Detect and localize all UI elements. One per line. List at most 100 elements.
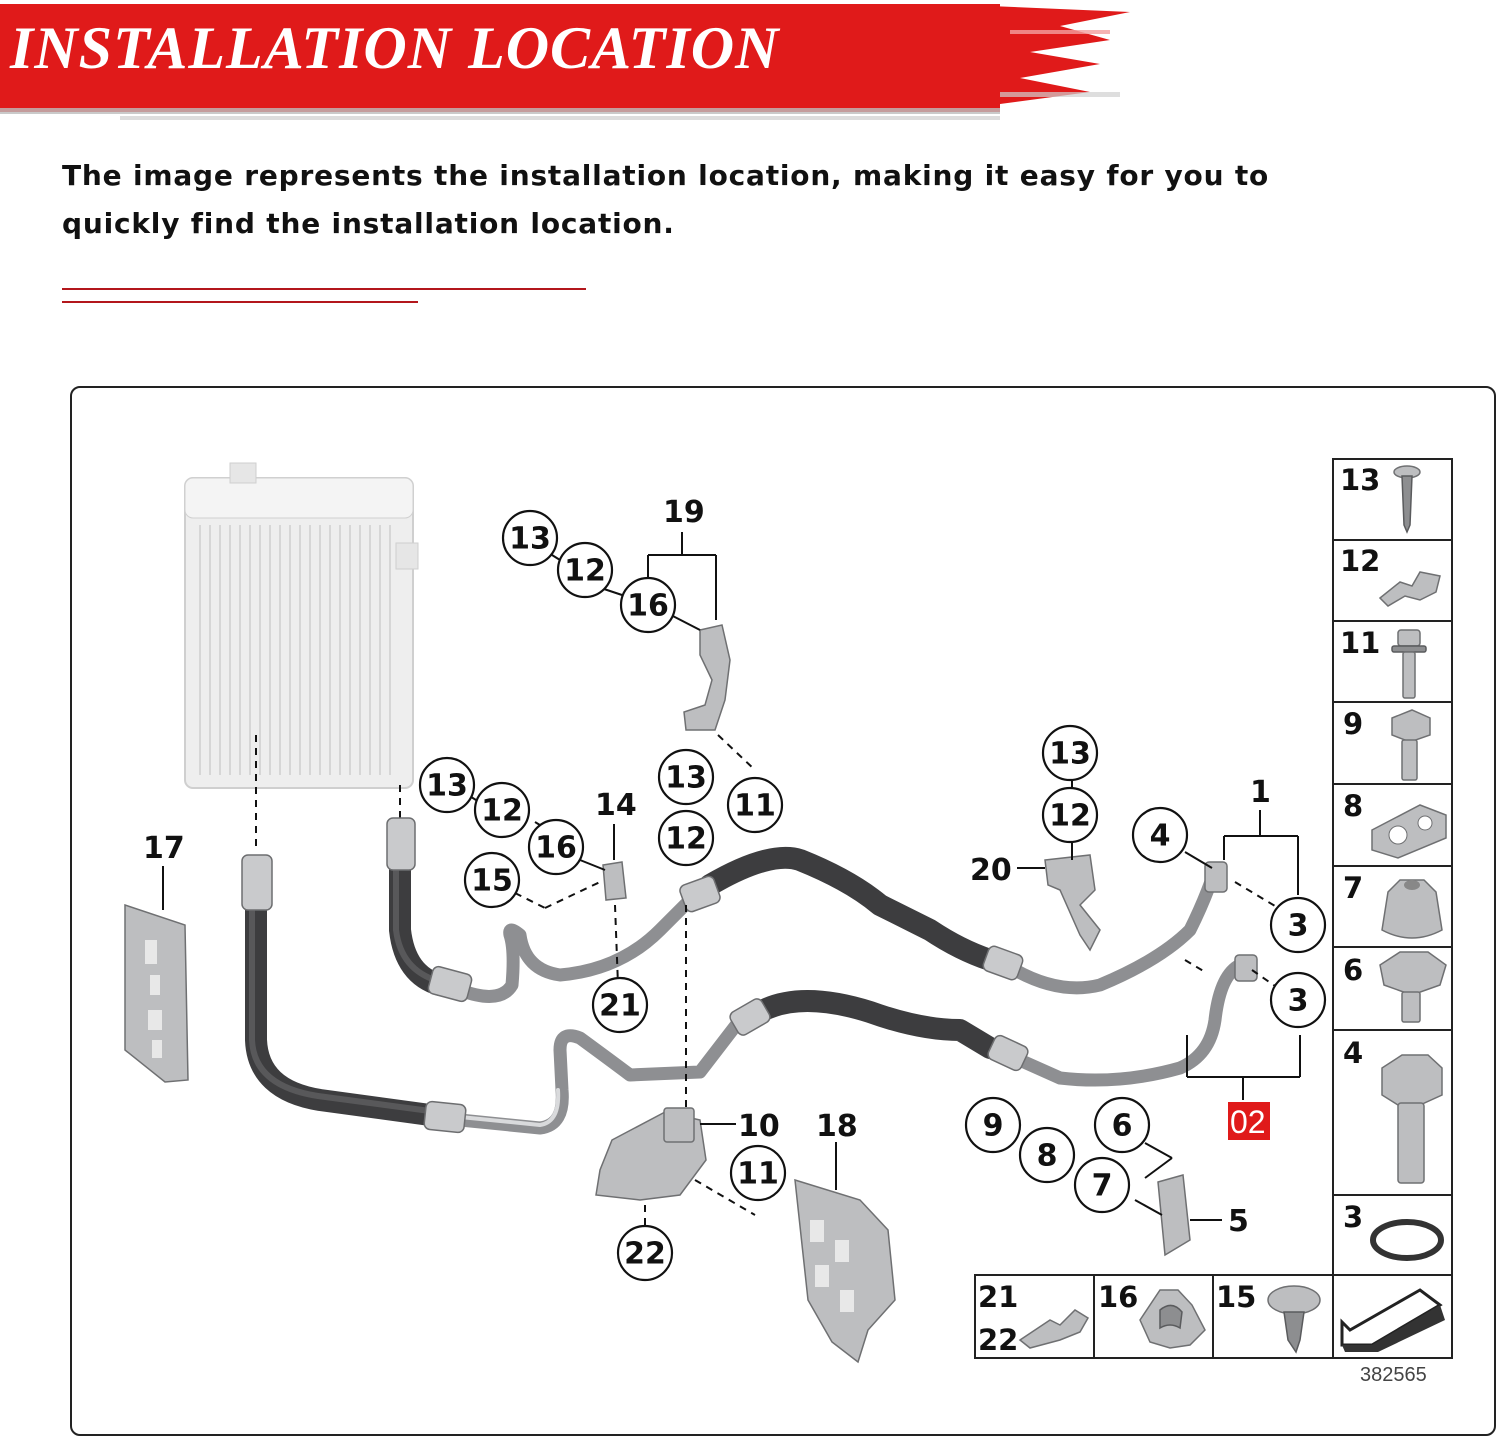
panel-num-13: 13: [1340, 463, 1380, 497]
oil-line-upper: [386, 817, 1258, 1003]
bracket-10-22: [595, 905, 756, 1225]
banner-brush-stroke: [0, 4, 1130, 120]
bracket-20: [1044, 854, 1101, 952]
svg-text:15: 15: [471, 864, 513, 899]
hex-collar-bolt-icon: [1379, 951, 1447, 1023]
svg-text:13: 13: [509, 522, 551, 557]
bracket-5: [1157, 1174, 1191, 1257]
callout-13: 13: [501, 509, 559, 567]
flange-bolt-icon: [1391, 629, 1427, 699]
label-1: 1: [1250, 775, 1271, 810]
svg-text:8: 8: [1037, 1139, 1058, 1174]
bracket-clip-icon: [1018, 1309, 1090, 1349]
svg-text:22: 22: [624, 1237, 666, 1272]
label-14: 14: [595, 788, 637, 823]
divider-line-short: [62, 301, 418, 303]
callout-8: 8: [1018, 1126, 1076, 1184]
svg-text:16: 16: [627, 589, 669, 624]
description-text: The image represents the installation lo…: [62, 159, 1270, 240]
svg-text:13: 13: [426, 769, 468, 804]
svg-text:12: 12: [564, 554, 606, 589]
direction-arrow-icon: [1340, 1288, 1445, 1352]
callout-15: 15: [463, 851, 521, 909]
callout-6: 6: [1093, 1096, 1151, 1154]
screw-icon: [1393, 465, 1421, 534]
callout-4: 4: [1131, 806, 1189, 864]
callout-9: 9: [964, 1096, 1022, 1154]
heat-shield-18: [794, 1178, 896, 1364]
panel-num-9: 9: [1343, 707, 1363, 741]
callout-11: 11: [726, 776, 784, 834]
svg-text:7: 7: [1092, 1169, 1113, 1204]
label-10: 10: [738, 1109, 780, 1144]
reference-number: 382565: [1360, 1364, 1427, 1386]
label-18: 18: [816, 1109, 858, 1144]
panel-num-8: 8: [1343, 789, 1363, 823]
panel-num-21: 21: [978, 1280, 1018, 1314]
callout-12: 12: [1041, 786, 1099, 844]
o-ring-icon: [1370, 1219, 1444, 1261]
callout-12: 12: [473, 781, 531, 839]
svg-text:6: 6: [1112, 1109, 1133, 1144]
svg-text:11: 11: [737, 1157, 779, 1192]
pipe-clamp-icon: [1371, 804, 1447, 859]
clip-icon: [1378, 571, 1441, 607]
callout-16: 16: [527, 818, 585, 876]
callout-11: 11: [729, 1144, 787, 1202]
svg-text:12: 12: [1049, 799, 1091, 834]
bolt-icon: [1391, 709, 1431, 781]
oil-line-lower: [241, 854, 1247, 1135]
push-rivet-icon: [1267, 1285, 1321, 1354]
svg-text:11: 11: [734, 789, 776, 824]
label-5: 5: [1228, 1204, 1249, 1239]
svg-text:9: 9: [983, 1109, 1004, 1144]
svg-text:02: 02: [1230, 1104, 1266, 1140]
svg-text:3: 3: [1288, 984, 1309, 1019]
label-19: 19: [663, 495, 705, 530]
callout-12: 12: [657, 809, 715, 867]
svg-text:13: 13: [665, 761, 707, 796]
callout-21: 21: [591, 976, 649, 1034]
divider-line-long: [62, 288, 586, 290]
callout-3: 3: [1269, 896, 1327, 954]
oil-cooler-radiator: [184, 462, 419, 789]
svg-text:12: 12: [481, 794, 523, 829]
panel-num-4: 4: [1343, 1036, 1363, 1070]
hex-bolt-icon: [1381, 1054, 1443, 1184]
label-02-tag: 02: [1228, 1102, 1270, 1140]
callout-3: 3: [1269, 971, 1327, 1029]
heat-shield-17: [124, 903, 189, 1083]
nut-insert-icon: [1381, 879, 1443, 939]
title-banner: INSTALLATION LOCATION: [0, 0, 1140, 125]
callout-16: 16: [619, 576, 677, 634]
panel-num-6: 6: [1343, 953, 1363, 987]
svg-text:13: 13: [1049, 737, 1091, 772]
callout-13: 13: [1041, 724, 1099, 782]
parts-panel: 13 12 11 9 8 7 6 4 3 21 22 16 15: [974, 458, 1453, 1359]
svg-text:16: 16: [535, 831, 577, 866]
svg-text:4: 4: [1150, 819, 1171, 854]
label-17: 17: [143, 831, 185, 866]
holder-clip-icon: [1139, 1289, 1206, 1349]
banner-title: INSTALLATION LOCATION: [10, 15, 780, 81]
label-20: 20: [970, 853, 1012, 888]
panel-num-11: 11: [1340, 626, 1380, 660]
panel-num-12: 12: [1340, 544, 1380, 578]
svg-text:3: 3: [1288, 909, 1309, 944]
svg-text:12: 12: [665, 822, 707, 857]
diagram-frame: [70, 386, 1496, 1436]
callout-13: 13: [418, 756, 476, 814]
bracket-19: [683, 624, 756, 771]
callout-22: 22: [616, 1224, 674, 1282]
panel-num-15: 15: [1216, 1280, 1256, 1314]
panel-num-7: 7: [1343, 871, 1363, 905]
callout-12: 12: [556, 541, 614, 599]
panel-num-3: 3: [1343, 1200, 1363, 1234]
callout-7: 7: [1073, 1156, 1131, 1214]
panel-num-22: 22: [978, 1323, 1018, 1357]
bracket-14: [602, 861, 627, 986]
callout-13: 13: [657, 748, 715, 806]
svg-text:21: 21: [599, 989, 641, 1024]
panel-num-16: 16: [1098, 1280, 1138, 1314]
